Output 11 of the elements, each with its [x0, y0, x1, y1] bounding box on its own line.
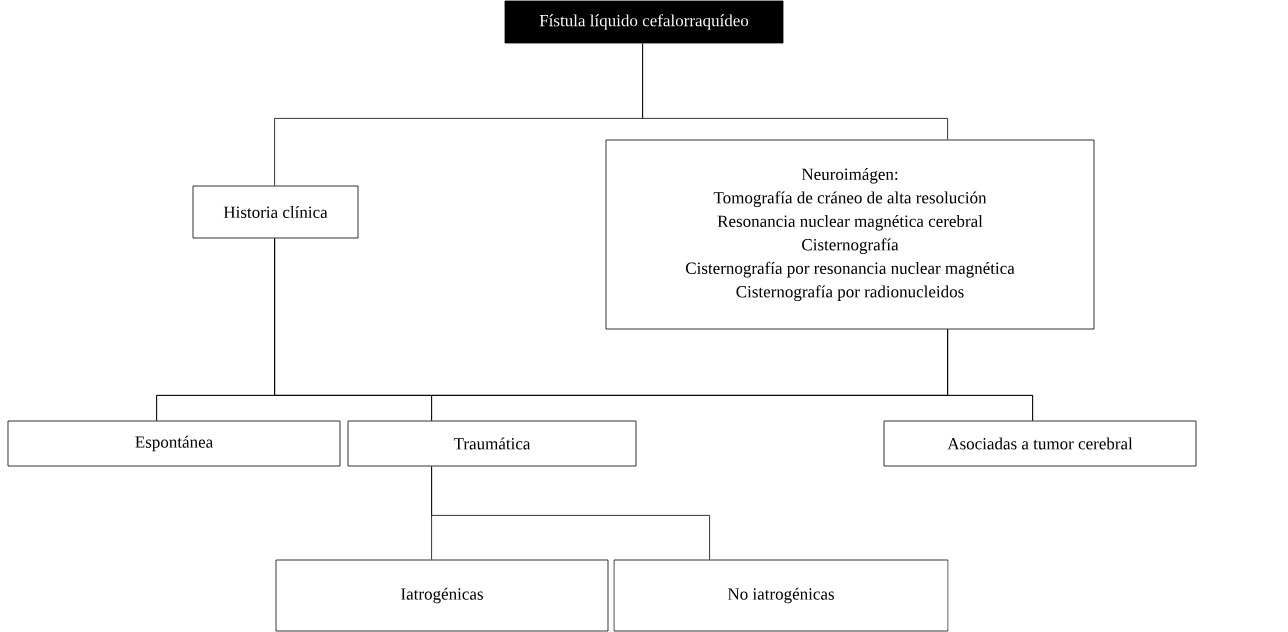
connector-line: [947, 329, 1033, 421]
connector-line: [431, 466, 710, 560]
process-box: Traumática: [347, 420, 637, 467]
process-box: Historia clínica: [192, 185, 359, 239]
process-box: Espontánea: [7, 420, 341, 467]
process-box: Iatrogénicas: [275, 559, 609, 632]
connector-line: [642, 43, 948, 140]
process-box: Asociadas a tumor cerebral: [883, 420, 1197, 467]
title-box: Fístula líquido cefalorraquídeo: [504, 0, 784, 44]
process-box: Neuroimágen: Tomografía de cráneo de alta resolución Resonancia nuclear magnética cerebral Cisternografía Cisternografía por resonancia nuclear magnética Cisternografía por radionucleidos: [605, 139, 1095, 330]
process-box: No iatrogénicas: [613, 559, 949, 632]
